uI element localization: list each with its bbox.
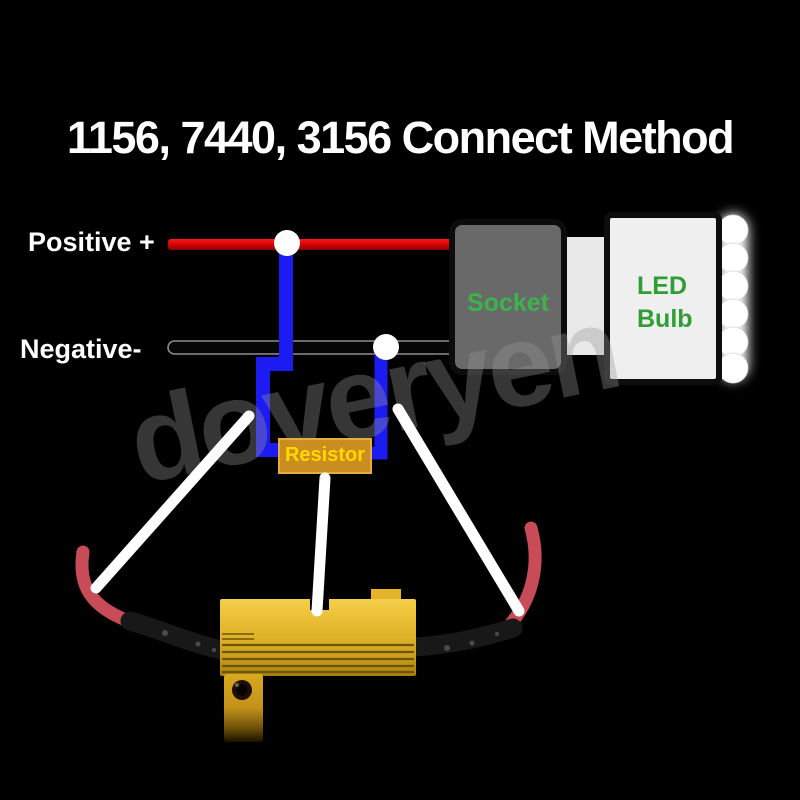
led-bulb-label: LED Bulb: [637, 270, 693, 336]
photo-red-wire-right: [501, 521, 542, 634]
resistor-diagram-box: Resistor: [278, 438, 372, 474]
connection-node-positive: [274, 230, 300, 256]
photo-black-wire-right: [400, 618, 523, 657]
connection-node-negative: [373, 334, 399, 360]
diagram-title: 1156, 7440, 3156 Connect Method: [66, 112, 735, 163]
led-emitters: [717, 214, 749, 384]
photo-resistor-fins: [222, 633, 414, 674]
jumper-wire-negative: [368, 350, 388, 460]
socket-block: [449, 219, 567, 375]
bulb-base-connector: [562, 237, 608, 355]
photo-mount-hole-glint: [235, 683, 239, 687]
positive-label: Positive +: [28, 227, 155, 257]
led-label-line2: Bulb: [637, 305, 693, 333]
photo-mount-hole-center: [236, 684, 248, 696]
resistor-label: Resistor: [284, 444, 366, 466]
photo-resistor-body: [220, 599, 416, 676]
pointer-line-middle: [311, 472, 331, 617]
socket-label: Socket: [467, 289, 549, 317]
negative-label: Negative-: [20, 334, 142, 364]
led-label-line1: LED: [637, 272, 687, 300]
pointer-line-right: [392, 403, 525, 617]
positive-wire: [168, 239, 458, 250]
led-bulb-block: [604, 212, 722, 385]
photo-wire-speckles: [162, 630, 499, 652]
photo-black-wire-left: [120, 611, 236, 661]
pointer-line-left: [90, 410, 255, 594]
photo-resistor-top-tab: [371, 589, 401, 601]
jumper-wire-positive: [256, 246, 293, 457]
